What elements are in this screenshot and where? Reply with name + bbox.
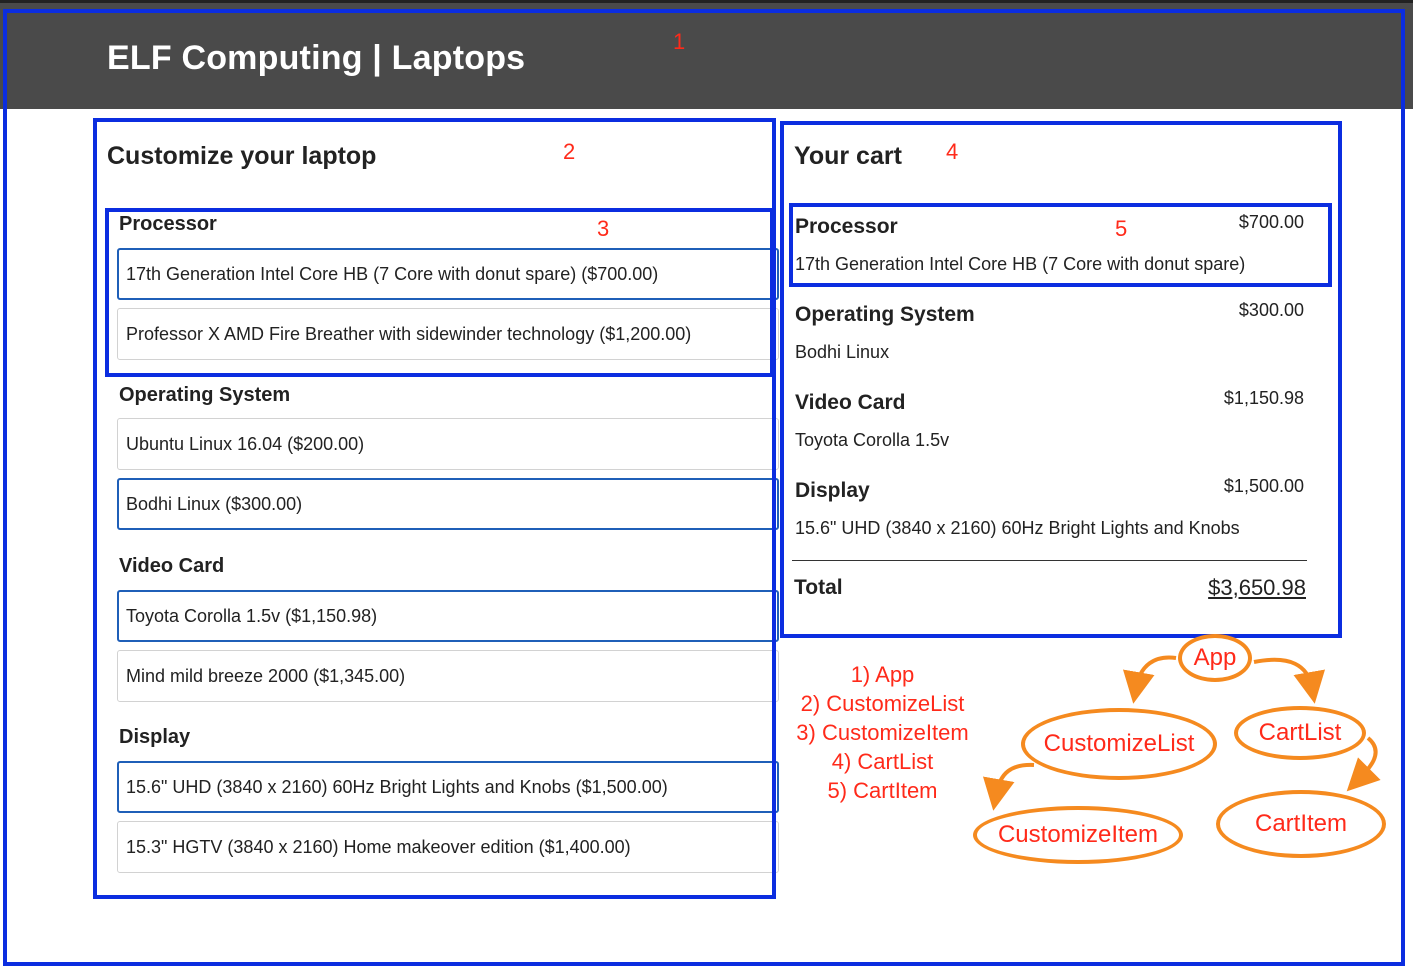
legend-item: 1) App <box>850 662 915 687</box>
cart-item-price: $1,150.98 <box>1223 388 1304 408</box>
option-processor-intel[interactable]: 17th Generation Intel Core HB (7 Core wi… <box>117 248 779 300</box>
annotation-number: 2 <box>563 139 576 164</box>
option-display-hgtv[interactable]: 15.3" HGTV (3840 x 2160) Home makeover e… <box>117 821 779 873</box>
tree-arrow <box>1122 655 1177 704</box>
cart-item-price: $700.00 <box>1238 212 1304 232</box>
tree-node-label: CartList <box>1258 719 1342 746</box>
page-title: ELF Computing | Laptops <box>107 39 526 77</box>
legend-item: 5) CartItem <box>827 778 938 803</box>
feature-label-display: Display <box>119 726 191 748</box>
annotation-box-cart-item <box>789 203 1332 287</box>
annotation-number: 4 <box>946 139 959 164</box>
annotation-box-customize-item <box>105 208 774 377</box>
cart-item-value: Bodhi Linux <box>795 342 890 362</box>
cart-item-price: $1,500.00 <box>1223 476 1304 496</box>
customize-title: Customize your laptop <box>107 142 377 170</box>
tree-arrow <box>1346 736 1381 792</box>
cart-total-value: $3,650.98 <box>1208 575 1306 600</box>
option-video-breeze[interactable]: Mind mild breeze 2000 ($1,345.00) <box>117 650 779 702</box>
tree-node-customize-list: CustomizeList <box>1021 708 1217 780</box>
legend-item: 2) CustomizeList <box>800 691 965 716</box>
feature-label-processor: Processor <box>119 213 217 235</box>
tree-node-app: App <box>1178 634 1252 682</box>
tree-node-cart-item: CartItem <box>1216 790 1386 858</box>
legend-item: 4) CartList <box>831 749 934 774</box>
option-video-corolla[interactable]: Toyota Corolla 1.5v ($1,150.98) <box>117 590 779 642</box>
tree-node-cart-list: CartList <box>1234 706 1366 760</box>
annotation-box-cart-list <box>780 121 1342 638</box>
option-processor-amd[interactable]: Professor X AMD Fire Breather with sidew… <box>117 308 779 360</box>
cart-item-value: 15.6" UHD (3840 x 2160) 60Hz Bright Ligh… <box>795 518 1240 538</box>
annotation-box-app <box>3 9 1405 966</box>
cart-divider <box>792 560 1307 561</box>
annotation-number: 1 <box>673 29 686 54</box>
cart-item-price: $300.00 <box>1238 300 1304 320</box>
feature-label-video: Video Card <box>119 555 225 577</box>
tree-node-customize-item: CustomizeItem <box>973 806 1183 864</box>
annotation-box-customize-list <box>93 118 776 899</box>
annotation-number: 3 <box>597 216 610 241</box>
option-os-bodhi[interactable]: Bodhi Linux ($300.00) <box>117 478 779 530</box>
legend-item: 3) CustomizeItem <box>796 720 969 745</box>
tree-node-label: CartItem <box>1254 810 1347 837</box>
cart-item-name: Video Card <box>795 391 906 414</box>
cart-item-value: 17th Generation Intel Core HB (7 Core wi… <box>795 254 1246 274</box>
cart-item-name: Processor <box>795 215 898 238</box>
cart-item-name: Display <box>795 479 870 502</box>
cart-total-label: Total <box>794 576 843 599</box>
tree-arrow <box>982 762 1035 811</box>
tree-node-label: App <box>1193 644 1237 671</box>
component-legend: 1) App 2) CustomizeList 3) CustomizeItem… <box>780 660 985 805</box>
app-header: ELF Computing | Laptops <box>0 0 1413 109</box>
feature-label-os: Operating System <box>119 384 291 406</box>
cart-item-value: Toyota Corolla 1.5v <box>795 430 950 450</box>
tree-node-label: CustomizeList <box>1043 730 1195 757</box>
option-os-ubuntu[interactable]: Ubuntu Linux 16.04 ($200.00) <box>117 418 779 470</box>
tree-arrow <box>1253 657 1326 704</box>
tree-node-label: CustomizeItem <box>997 821 1159 848</box>
cart-item-name: Operating System <box>795 303 975 326</box>
option-display-uhd[interactable]: 15.6" UHD (3840 x 2160) 60Hz Bright Ligh… <box>117 761 779 813</box>
cart-title: Your cart <box>794 142 902 170</box>
annotation-number: 5 <box>1115 216 1128 241</box>
